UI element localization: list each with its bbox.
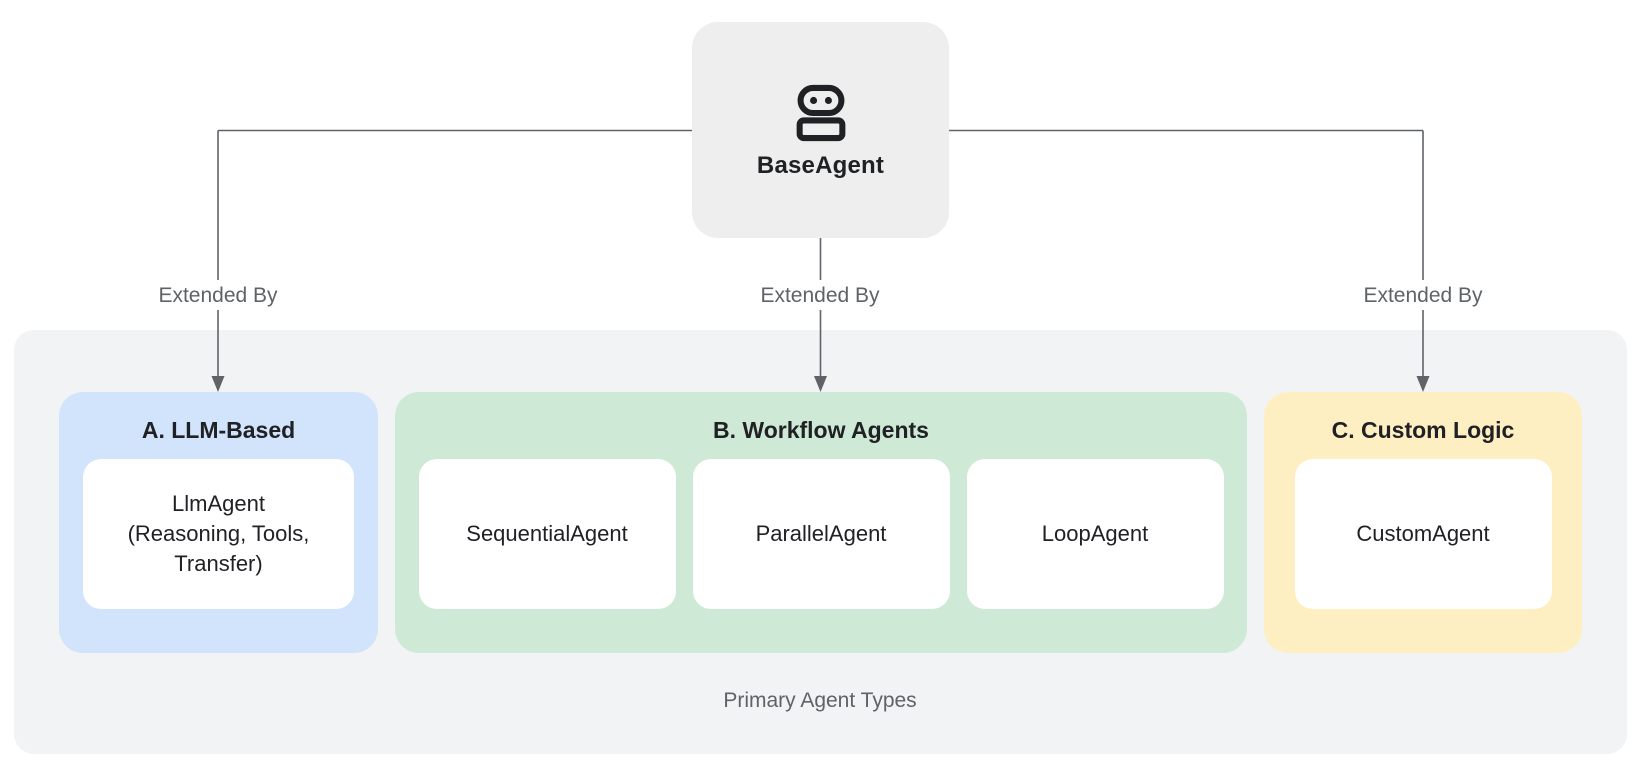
card-sequential-agent: SequentialAgent <box>418 459 676 609</box>
card-parallel-agent: ParallelAgent <box>692 459 950 609</box>
group-workflow-agents: B. Workflow Agents SequentialAgent Paral… <box>395 392 1247 653</box>
loop-agent-label: LoopAgent <box>1041 521 1149 546</box>
llm-agent-line-2: (Reasoning, Tools, <box>127 521 310 546</box>
group-llm-based: A. LLM-Based LlmAgent (Reasoning, Tools,… <box>59 392 378 653</box>
group-llm-based-title: A. LLM-Based <box>141 417 296 443</box>
card-custom-agent: CustomAgent <box>1294 459 1552 609</box>
base-agent-label: BaseAgent <box>756 152 885 179</box>
robot-icon <box>796 84 845 142</box>
custom-agent-label: CustomAgent <box>1356 521 1490 546</box>
group-custom-logic: C. Custom Logic CustomAgent <box>1264 392 1582 653</box>
llm-agent-line-3: Transfer) <box>174 551 263 576</box>
parallel-agent-label: ParallelAgent <box>755 521 887 546</box>
sequential-agent-label: SequentialAgent <box>466 521 628 546</box>
card-loop-agent: LoopAgent <box>966 459 1224 609</box>
base-agent-node: BaseAgent <box>692 22 949 238</box>
extended-by-label-left: Extended By <box>150 282 286 310</box>
group-workflow-agents-title: B. Workflow Agents <box>713 417 929 443</box>
llm-agent-line-1: LlmAgent <box>172 491 265 516</box>
extended-by-label-center: Extended By <box>752 282 888 310</box>
group-custom-logic-title: C. Custom Logic <box>1331 417 1515 443</box>
card-llm-agent: LlmAgent (Reasoning, Tools, Transfer) <box>83 459 354 609</box>
container-caption: Primary Agent Types <box>723 689 917 712</box>
extended-by-label-right: Extended By <box>1355 282 1491 310</box>
